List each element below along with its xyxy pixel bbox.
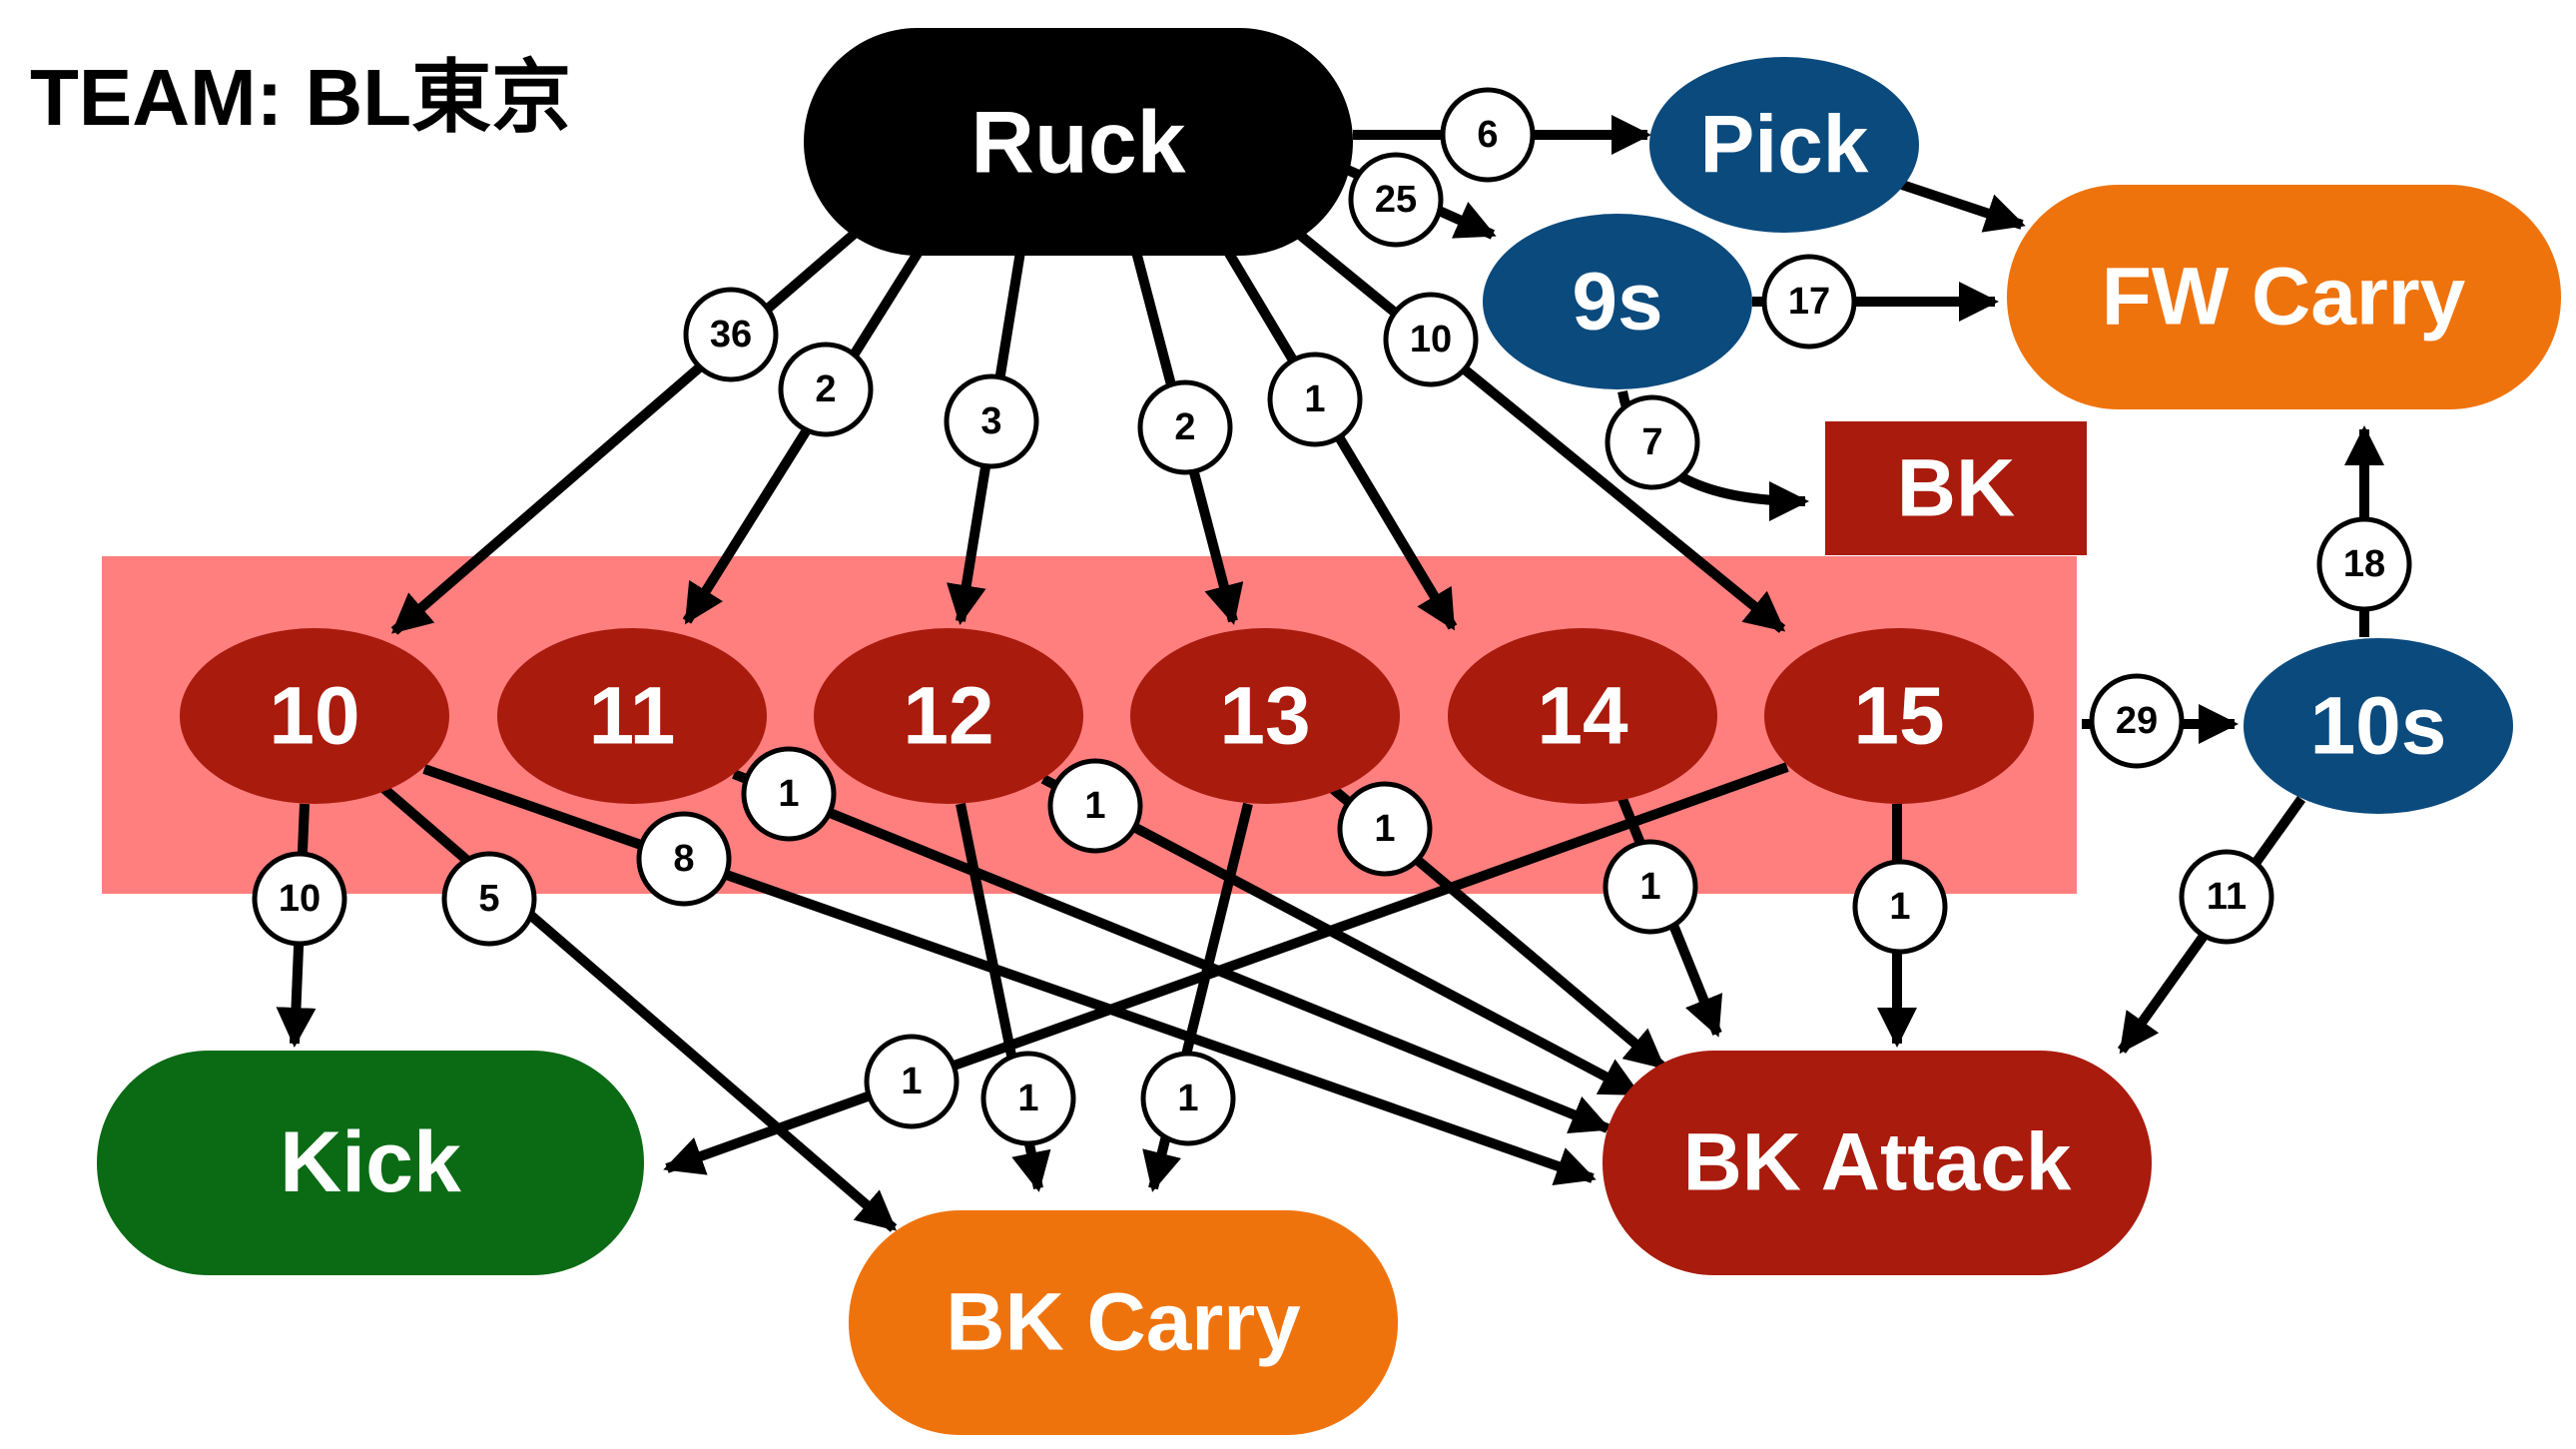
- badge-ruck-13-label: 2: [1174, 406, 1195, 448]
- node-bk-carry-label: BK Carry: [946, 1277, 1301, 1368]
- node-p11-label: 11: [589, 671, 676, 762]
- badge-ruck-pick-label: 6: [1477, 114, 1498, 156]
- node-pick: Pick: [1649, 57, 1919, 233]
- badge-15-kick-label: 1: [901, 1061, 922, 1102]
- badge-ruck-10-label: 36: [710, 314, 752, 356]
- badge-ruck-10: 36: [683, 287, 779, 382]
- badge-10-bkcarry: 5: [441, 851, 537, 947]
- badge-10s-bkattack-label: 11: [2207, 876, 2247, 918]
- badge-12-bkattack: 1: [1047, 758, 1143, 854]
- badge-14-bkattack-label: 1: [1639, 866, 1660, 908]
- badge-13-bkcarry: 1: [1140, 1051, 1236, 1146]
- node-9s: 9s: [1483, 214, 1752, 389]
- badge-10-bkattack: 8: [636, 811, 732, 907]
- badge-ruck-9s-label: 25: [1375, 179, 1417, 221]
- badge-ruck-11: 2: [778, 342, 874, 437]
- badges-layer: 6 25 17 7 36 2 3 2: [252, 87, 2412, 1146]
- team-title: TEAM: BL東京: [30, 53, 571, 142]
- node-p15-label: 15: [1853, 671, 1944, 762]
- badge-15-bkattack: 1: [1852, 859, 1948, 955]
- badge-15-kick: 1: [864, 1034, 960, 1129]
- node-10s-label: 10s: [2310, 681, 2447, 772]
- node-fw-carry: FW Carry: [2007, 185, 2561, 409]
- badge-12-bkcarry: 1: [980, 1051, 1076, 1146]
- node-bk-attack: BK Attack: [1603, 1051, 2152, 1275]
- badge-13-bkcarry-label: 1: [1177, 1078, 1198, 1119]
- node-pick-label: Pick: [1700, 100, 1869, 191]
- node-p15: 15: [1764, 628, 2034, 804]
- badge-13-bkattack-label: 1: [1374, 808, 1395, 850]
- node-p12-label: 12: [903, 671, 993, 762]
- node-bk-label: BK: [1897, 443, 2015, 534]
- node-bk-carry: BK Carry: [849, 1210, 1398, 1435]
- node-kick-label: Kick: [280, 1114, 461, 1210]
- node-10s: 10s: [2244, 638, 2513, 814]
- edge-ruck-10: [390, 228, 861, 635]
- badge-15-10s: 29: [2089, 673, 2185, 769]
- badge-10-bkattack-label: 8: [673, 838, 694, 880]
- badge-12-bkattack-label: 1: [1084, 785, 1105, 827]
- badge-ruck-14-label: 1: [1304, 378, 1325, 420]
- badge-ruck-9s: 25: [1348, 152, 1444, 248]
- node-fw-carry-label: FW Carry: [2102, 252, 2466, 343]
- badge-ruck-12-label: 3: [980, 400, 1001, 442]
- badge-ruck-15: 10: [1383, 292, 1479, 387]
- badge-9s-fwcarry: 17: [1761, 254, 1857, 350]
- node-p12: 12: [814, 628, 1083, 804]
- edge-ruck-15: [1292, 228, 1786, 633]
- badge-ruck-15-label: 10: [1410, 319, 1452, 361]
- badge-10s-fwcarry-label: 18: [2343, 543, 2385, 585]
- bk-box: [1825, 421, 2087, 555]
- node-bk-attack-label: BK Attack: [1683, 1117, 2072, 1208]
- node-p13: 13: [1130, 628, 1400, 804]
- node-p11: 11: [497, 628, 767, 804]
- edge-10-bkattack: [422, 764, 1597, 1185]
- badge-10-kick-label: 10: [279, 878, 321, 920]
- node-ruck: Ruck: [804, 28, 1353, 256]
- edge-ruck-11: [682, 249, 924, 625]
- badge-ruck-pick: 6: [1440, 87, 1536, 183]
- edge-12-bkattack: [1040, 774, 1641, 1098]
- node-p10-label: 10: [269, 671, 359, 762]
- badge-10-bkcarry-label: 5: [478, 878, 499, 920]
- badge-11-bkattack-label: 1: [778, 773, 799, 815]
- node-ruck-label: Ruck: [970, 93, 1186, 192]
- badge-10-kick: 10: [252, 851, 347, 947]
- badge-15-10s-label: 29: [2116, 700, 2158, 742]
- badge-10s-fwcarry: 18: [2316, 516, 2412, 612]
- node-kick: Kick: [97, 1051, 644, 1275]
- edge-11-bkattack: [732, 769, 1611, 1133]
- badge-ruck-11-label: 2: [815, 368, 836, 410]
- badge-ruck-14: 1: [1267, 352, 1363, 447]
- node-p13-label: 13: [1219, 671, 1310, 762]
- badge-9s-fwcarry-label: 17: [1788, 281, 1830, 323]
- badge-9s-bk-label: 7: [1641, 421, 1662, 463]
- badge-9s-bk: 7: [1605, 394, 1700, 490]
- badge-15-bkattack-label: 1: [1889, 886, 1910, 928]
- edge-pick-fwcarry: [1900, 180, 2026, 233]
- badge-12-bkcarry-label: 1: [1017, 1078, 1038, 1119]
- nodes-layer: Ruck Pick 9s FW Carry BK 10s 10: [97, 28, 2561, 1435]
- badge-10s-bkattack: 11: [2179, 849, 2274, 945]
- node-p14-label: 14: [1537, 671, 1628, 762]
- edge-15-kick: [663, 762, 1789, 1175]
- badge-11-bkattack: 1: [741, 746, 837, 842]
- badge-ruck-13: 2: [1137, 379, 1233, 475]
- node-p14: 14: [1448, 628, 1717, 804]
- badge-14-bkattack: 1: [1603, 839, 1698, 935]
- badge-ruck-12: 3: [944, 373, 1039, 469]
- badge-13-bkattack: 1: [1337, 781, 1433, 877]
- node-9s-label: 9s: [1572, 257, 1662, 348]
- node-p10: 10: [180, 628, 449, 804]
